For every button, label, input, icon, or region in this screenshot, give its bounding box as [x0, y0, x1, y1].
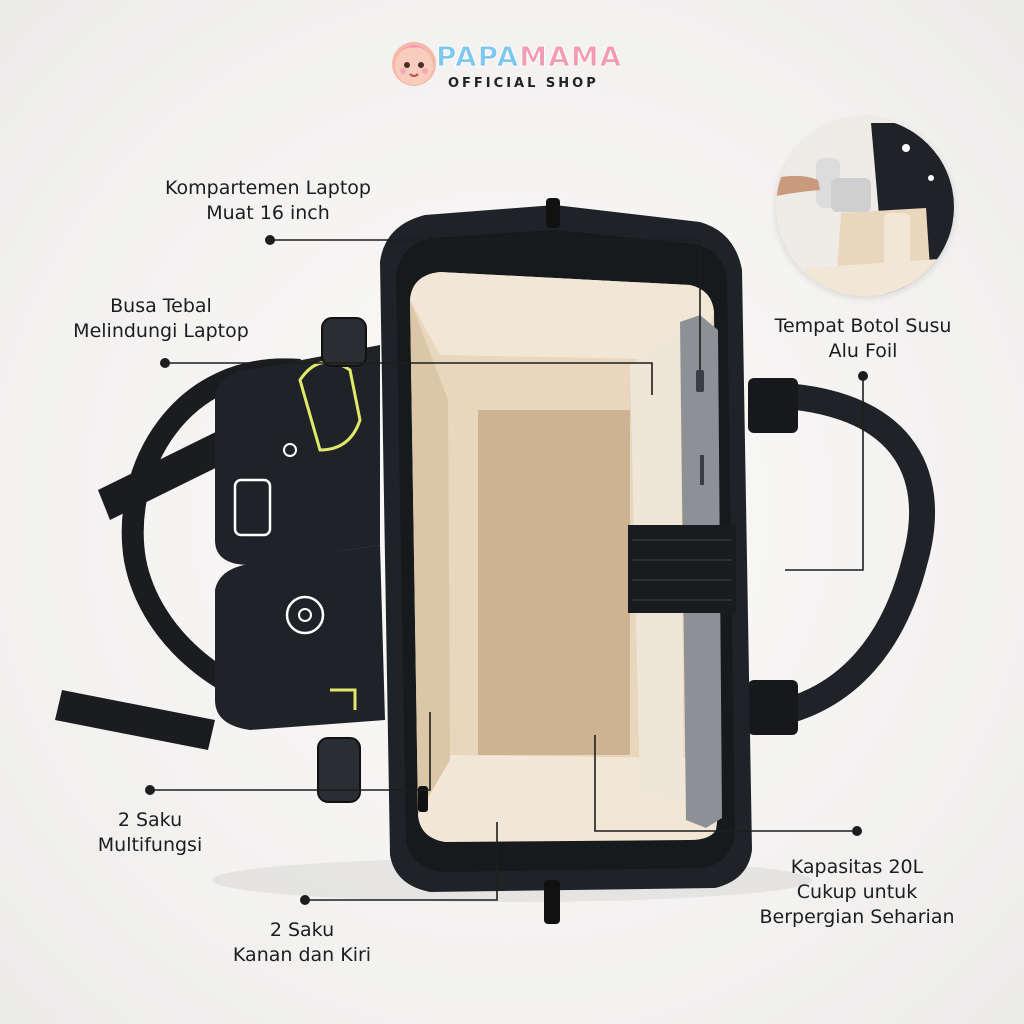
callout-line: Multifungsi: [97, 834, 203, 856]
interior-left-wall: [410, 300, 450, 815]
brand-logo: PAPAMAMA OFFICIAL SHOP: [388, 38, 648, 98]
zipper-pull-bottom: [544, 880, 560, 924]
side-buckle-bottom: [317, 737, 361, 803]
zipper-pull-top: [546, 198, 560, 228]
brand-wordmark: PAPAMAMA: [435, 40, 623, 74]
baby-face-icon: [392, 42, 436, 86]
callout-line: Cukup untuk: [796, 881, 918, 903]
leader-foam-padding: [165, 362, 653, 395]
callout-laptop-compartment: Kompartemen Laptop Muat 16 inch: [165, 176, 371, 226]
callout-line: Busa Tebal: [110, 295, 212, 317]
brand-name-part2: MAMA: [519, 40, 623, 74]
left-pocket-lower: [215, 545, 385, 730]
left-pocket-upper: [215, 345, 380, 565]
leader-laptop-compartment: [270, 239, 701, 370]
interior-floor: [478, 410, 630, 755]
callout-line: Melindungi Laptop: [73, 320, 249, 342]
leader-capacity: [594, 735, 857, 832]
callout-line: Kapasitas 20L: [790, 856, 924, 878]
callout-line: Tempat Botol Susu: [774, 315, 952, 337]
callout-line: Muat 16 inch: [206, 202, 330, 224]
callout-line: 2 Saku: [269, 919, 335, 941]
callout-line: 2 Saku: [117, 809, 183, 831]
dot-capacity: [852, 826, 862, 836]
callout-line: Kompartemen Laptop: [164, 177, 372, 199]
callout-dots: [145, 235, 868, 905]
callout-line: Berpergian Seharian: [759, 906, 955, 928]
callout-line: Alu Foil: [828, 340, 898, 362]
right-handle: [767, 382, 935, 728]
interior-top-flap: [410, 272, 714, 360]
callout-foam-padding: Busa Tebal Melindungi Laptop: [73, 294, 249, 344]
bottle-holder-inset-photo: [776, 118, 954, 296]
side-buckle-top: [321, 317, 367, 367]
dot-multi-pockets: [145, 785, 155, 795]
zipper-pull-side: [418, 786, 428, 812]
callout-capacity: Kapasitas 20L Cukup untuk Berpergian Seh…: [759, 855, 954, 930]
brand-subtitle: OFFICIAL SHOP: [448, 76, 599, 91]
laptop-port: [696, 370, 704, 392]
right-handle-anchor-top: [748, 378, 798, 433]
dot-bottle-holder: [858, 371, 868, 381]
right-handle-anchor-bottom: [748, 680, 798, 735]
inset-illustration: [776, 118, 954, 296]
left-strap-lower: [55, 690, 215, 750]
callout-bottle-holder: Tempat Botol Susu Alu Foil: [775, 314, 952, 364]
brand-name-part1: PAPA: [435, 40, 520, 74]
callout-multi-pockets: 2 Saku Multifungsi: [98, 808, 202, 858]
dot-foam-padding: [160, 358, 170, 368]
leader-bottle-holder: [785, 376, 864, 571]
dot-side-pockets: [300, 895, 310, 905]
callout-side-pockets: 2 Saku Kanan dan Kiri: [233, 918, 371, 968]
leader-side-pockets: [305, 822, 498, 901]
leader-multi-pockets: [150, 712, 431, 791]
laptop-slot: [700, 455, 704, 485]
callout-line: Kanan dan Kiri: [232, 944, 372, 966]
callout-lines: [150, 239, 864, 901]
dot-laptop-compartment: [265, 235, 275, 245]
